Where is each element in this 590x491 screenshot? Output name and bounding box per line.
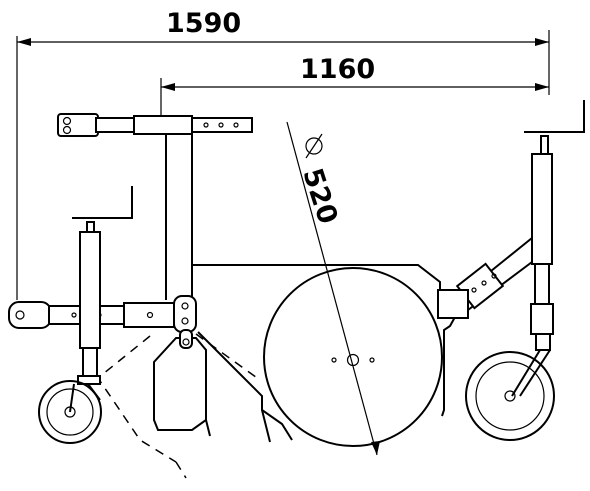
right-support-arm [437, 237, 533, 319]
hanging-plate [153, 329, 211, 437]
dimension-frame-label: 1160 [300, 54, 375, 85]
diameter-symbol-icon [305, 137, 323, 155]
dimension-overall-label: 1590 [166, 8, 241, 39]
left-jack-stand [72, 186, 133, 401]
right-caster-wheel [465, 349, 555, 441]
right-jack-stand [524, 100, 585, 351]
dimension-diameter: 520 [286, 121, 380, 456]
drawbar [8, 295, 197, 333]
main-post [165, 134, 193, 300]
upper-lift-arm [57, 113, 253, 137]
alternate-position-outline [96, 333, 261, 479]
left-caster-wheel [38, 380, 102, 444]
dimension-frame: 1160 [160, 54, 549, 118]
dimension-overall: 1590 [16, 8, 550, 300]
dimension-diameter-label: 520 [296, 165, 343, 228]
main-wheel [263, 267, 443, 447]
